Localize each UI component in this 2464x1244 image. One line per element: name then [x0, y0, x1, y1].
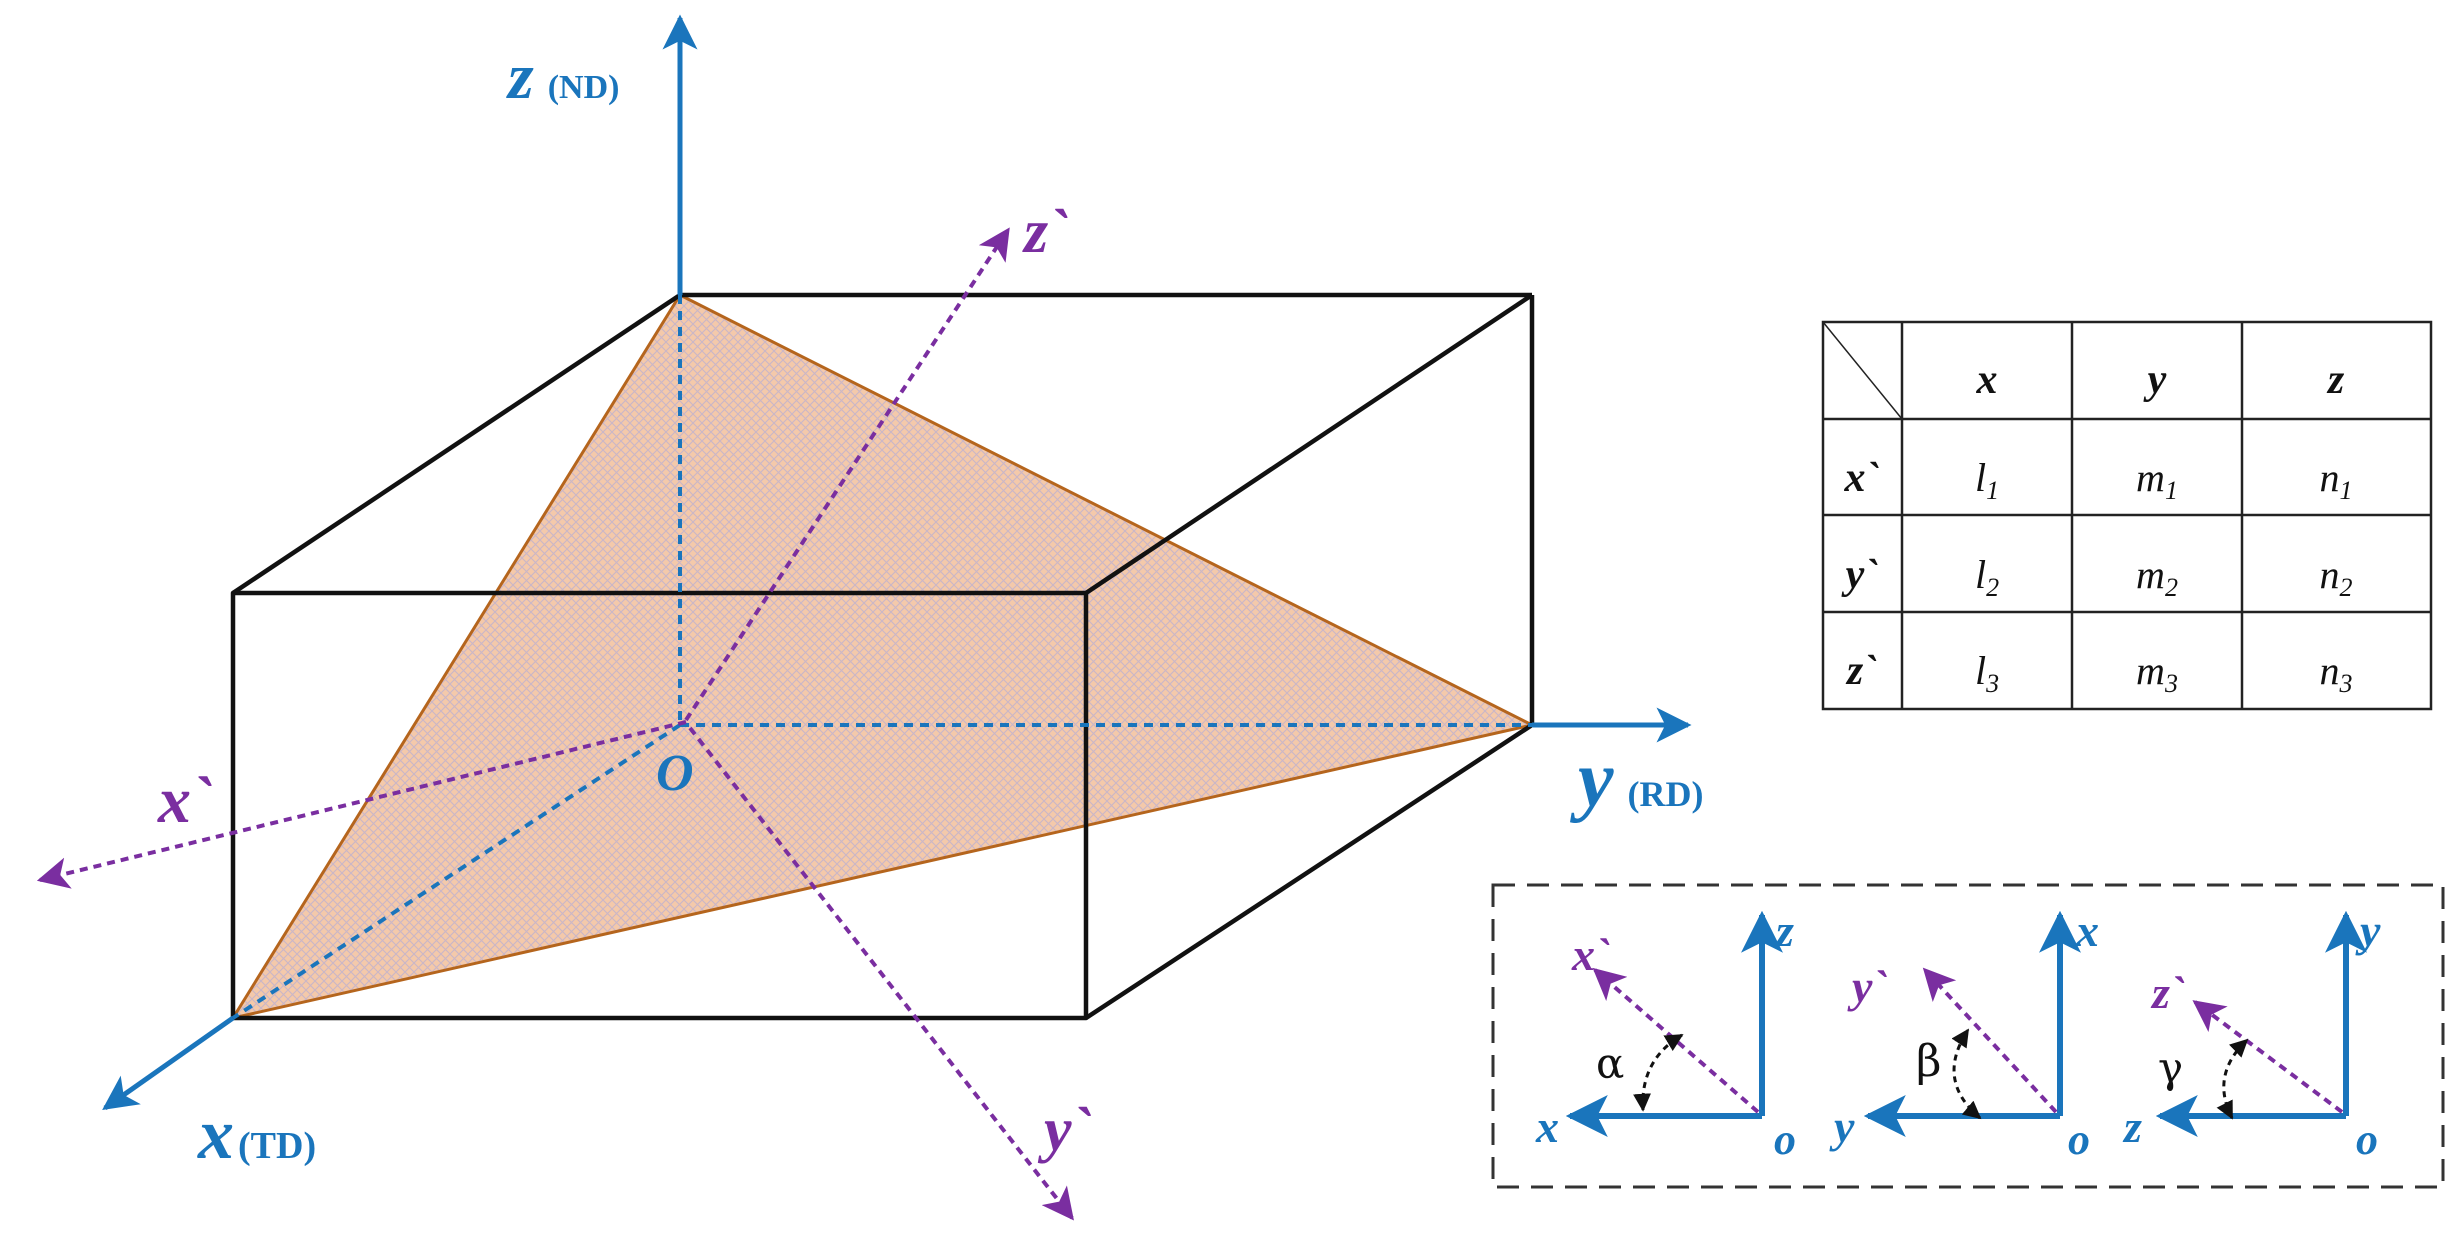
oblique-plane — [229, 293, 1537, 1021]
table-cell: l2 — [1975, 552, 1999, 602]
panel-horizontal-label: y — [1829, 1101, 1855, 1152]
prime-axis-labels: z` x` y` — [157, 198, 1092, 1164]
table-cell: l3 — [1975, 648, 1999, 698]
panel-vertical-label: y — [2355, 905, 2381, 956]
y-prime-label: y` — [1037, 1096, 1092, 1164]
prime-axes — [36, 227, 1074, 1221]
table-row-header: y` — [1841, 552, 1879, 598]
table-corner-diagonal — [1822, 321, 1903, 420]
panel-horizontal-label: x — [1535, 1101, 1559, 1152]
panel-vertical-label: x — [2075, 905, 2099, 956]
panel-vertical-label: z — [1774, 905, 1794, 956]
angle-inset-frame — [1491, 883, 2445, 1189]
table-cell: m3 — [2136, 648, 2178, 698]
angle-panel-beta: x y y` β o — [1829, 905, 2099, 1164]
cuboid-edge — [1084, 293, 1534, 595]
table-cell: n2 — [2320, 552, 2353, 602]
table-cell: m2 — [2136, 552, 2178, 602]
panel-angle-label: γ — [2158, 1043, 2183, 1092]
table-row-header: x` — [1844, 455, 1880, 501]
hidden-axes — [231, 295, 1532, 1020]
table-col-header: z — [2326, 357, 2345, 403]
panel-rotated-label: x` — [1571, 929, 1610, 980]
cuboid-front-face — [230, 590, 1089, 1021]
y-axis-label: y (RD) — [1569, 736, 1704, 824]
z-axis-label: z (ND) — [506, 40, 619, 113]
cuboid-edge — [1084, 723, 1534, 1020]
table-cell: l1 — [1975, 455, 1999, 505]
table-col-header: y — [2143, 357, 2167, 403]
y-prime-axis — [688, 726, 1074, 1221]
x-axis-arrow — [102, 1015, 235, 1111]
origin-label: O — [656, 745, 694, 802]
table-col-header: x — [1976, 357, 1998, 403]
z-prime-label: z` — [1022, 198, 1069, 266]
direction-cosine-table: x y z x` y` z` l1 m1 n1 l2 m2 n2 l3 m3 n… — [1821, 320, 2433, 711]
table-cell: n1 — [2320, 455, 2353, 505]
panel-origin-label: o — [2068, 1115, 2090, 1164]
cuboid — [230, 292, 1535, 1021]
panel-origin-label: o — [1774, 1115, 1796, 1164]
cuboid-edge — [231, 293, 682, 595]
angle-panel-gamma: y z z` γ o — [2122, 905, 2381, 1164]
angle-panel-alpha: z x x` α o — [1535, 905, 1796, 1164]
table-row-header: z` — [1845, 648, 1877, 694]
table-cell: n3 — [2320, 648, 2353, 698]
x-prime-label: x` — [157, 764, 213, 837]
panel-angle-label: β — [1916, 1036, 1941, 1087]
panel-horizontal-label: z — [2122, 1101, 2142, 1152]
panel-rotated-label: y` — [1847, 961, 1888, 1012]
main-axes — [102, 14, 1692, 1111]
panel-rotated-label: z` — [2150, 967, 2185, 1018]
x-axis-label: x (TD) — [197, 1094, 316, 1174]
angle-inset: z x x` α o x y y` β o y z z` γ — [1491, 883, 2445, 1189]
panel-origin-label: o — [2356, 1115, 2378, 1164]
panel-angle-label: α — [1596, 1039, 1624, 1088]
table-cell: m1 — [2136, 455, 2178, 505]
